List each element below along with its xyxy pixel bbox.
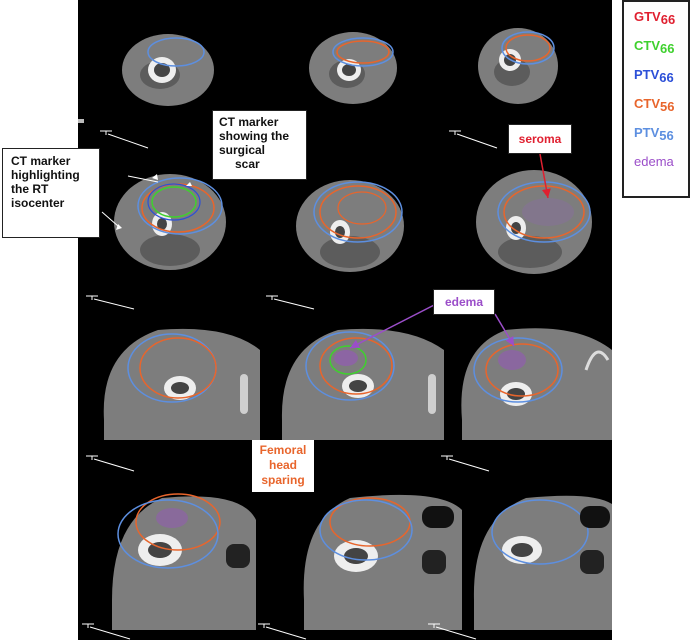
ct-slice-row3-col2: [281, 328, 444, 440]
legend-item: PTV66: [634, 66, 688, 95]
legend-item-dose: 56: [660, 99, 675, 114]
edema-label: edema: [433, 289, 495, 315]
ct-marker-scar-line: surgical: [219, 143, 266, 157]
legend-item: GTV66: [634, 8, 688, 37]
legend-item: CTV56: [634, 95, 688, 124]
seroma-label: seroma: [508, 124, 572, 154]
ct-slice-row2-col1: [114, 174, 226, 270]
femoral-head-sparing-label: Femoral head sparing: [252, 440, 314, 492]
ct-slice-row4-col1: [112, 493, 256, 630]
ct-marker-isocenter-line: highlighting: [11, 168, 80, 182]
femoral-label-line: sparing: [261, 473, 305, 487]
femoral-label-line: head: [268, 458, 297, 472]
ct-marker-isocenter-line: CT marker: [11, 154, 71, 168]
ct-slice-row1-col1: [122, 34, 214, 106]
legend-item-label: PTV: [634, 125, 660, 140]
ct-marker-isocenter-line: the RT: [11, 182, 49, 196]
legend-item-dose: 66: [659, 70, 674, 85]
ct-slice-row4-col2: [303, 494, 462, 630]
legend-item-dose: 66: [660, 41, 675, 56]
legend-item-label: edema: [634, 154, 674, 169]
ct-marker-scar-line: CT marker: [219, 115, 279, 129]
contour-legend: GTV66 CTV66 PTV66 CTV56 PTV56 edema: [622, 0, 690, 198]
legend-item-label: CTV: [634, 96, 660, 111]
image-edge-mark: [78, 119, 84, 123]
ct-marker-scar-line: showing the: [219, 129, 289, 143]
ct-slice-row3-col3: [461, 328, 612, 440]
ct-marker-scar-annotation: CT marker showing the surgical scar: [212, 110, 307, 180]
legend-item-label: CTV: [634, 38, 660, 53]
legend-item: CTV66: [634, 37, 688, 66]
legend-item-label: GTV: [634, 9, 661, 24]
femoral-label-line: Femoral: [259, 443, 307, 457]
ct-slice-row4-col3: [473, 495, 612, 630]
ct-marker-isocenter-annotation: CT marker highlighting the RT isocenter: [2, 148, 100, 238]
legend-item-dose: 56: [659, 128, 674, 143]
ct-slice-row1-col3: [478, 28, 558, 104]
ct-marker-isocenter-line: isocenter: [11, 196, 65, 210]
ct-slice-row1-col2: [309, 32, 397, 104]
ct-slice-row2-col3: [476, 170, 592, 274]
ct-slices-grid: [82, 28, 612, 640]
legend-item-dose: 66: [660, 12, 676, 27]
ct-slice-row2-col2: [296, 180, 404, 272]
legend-item-label: PTV: [634, 67, 660, 82]
legend-item: edema: [634, 153, 688, 182]
ct-marker-scar-line: scar: [235, 157, 260, 171]
ct-slice-row3-col1: [103, 328, 260, 440]
legend-item: PTV56: [634, 124, 688, 153]
